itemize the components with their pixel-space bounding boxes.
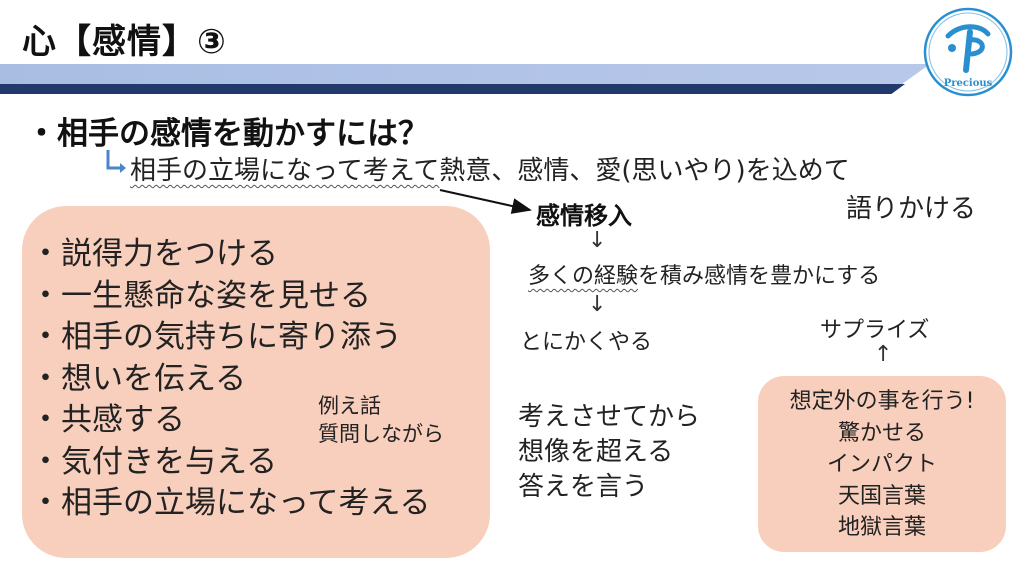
think-line: 答えを言う [518, 472, 649, 502]
methods-box [22, 206, 490, 558]
logo-emblem-icon: Precious [923, 7, 1013, 97]
list-item: 天国言葉 [837, 483, 926, 509]
list-item: ・気付きを与える [30, 443, 278, 480]
answer-rest: 熱意、感情、愛(思いやり)を込めて [439, 156, 850, 186]
experience-underlined: 多くの経験 [528, 264, 639, 289]
methods-list: ・説得力をつける ・一生懸命な姿を見せる ・相手の気持ちに寄り添う ・想いを伝え… [30, 234, 431, 525]
precious-logo: Precious [922, 6, 1014, 98]
list-item: 想定外の事を行う! [789, 389, 975, 414]
list-item: ・説得力をつける [30, 236, 278, 272]
side-note-line: 質問しながら [318, 422, 444, 446]
down-arrow-icon: ↓ [588, 228, 607, 253]
think-line: 想像を超える [518, 437, 674, 467]
header-band-dark [0, 84, 905, 94]
think-block: 考えさせてから 想像を超える 答えを言う [518, 400, 700, 505]
main-question: ・相手の感情を動かすには？ [26, 116, 429, 152]
experience-line: 多くの経験を積み感情を豊かにする [528, 258, 880, 290]
side-note-line: 例え話 [318, 394, 381, 418]
list-item: 地獄言葉 [837, 515, 926, 540]
experience-rest: を積み感情を豊かにする [638, 264, 881, 289]
page-title: 心【感情】③ [22, 22, 227, 62]
list-item: ・想いを伝える [30, 360, 247, 397]
answer-underlined: 相手の立場になって考えて [130, 156, 440, 186]
list-item: インパクト [826, 452, 937, 477]
list-item: ・相手の立場になって考える [30, 485, 431, 521]
down-arrow-icon: ↓ [588, 292, 607, 317]
list-item: ・共感する [30, 402, 185, 438]
empathy-label: 感情移入 [536, 202, 632, 230]
list-item: ・相手の気持ちに寄り添う [30, 319, 402, 355]
answer-line: 相手の立場になって考えて熱意、感情、愛(思いやり)を込めて [130, 150, 850, 187]
corner-arrow-icon [106, 150, 126, 173]
answer-line-2: 語りかける [846, 194, 977, 224]
header-band-light [0, 64, 930, 84]
surprise-list: 想定外の事を行う! 驚かせる インパクト 天国言葉 地獄言葉 [758, 386, 1006, 544]
list-item: 驚かせる [837, 420, 926, 446]
just-do-it: とにかくやる [520, 330, 653, 355]
surprise-label: サプライズ [820, 318, 930, 343]
surprise-box [758, 376, 1006, 552]
logo-text: Precious [944, 78, 993, 89]
list-item: ・一生懸命な姿を見せる [30, 277, 371, 314]
side-note: 例え話 質問しながら [318, 392, 444, 448]
up-arrow-icon: ↑ [874, 342, 893, 367]
think-line: 考えさせてから [518, 402, 701, 432]
